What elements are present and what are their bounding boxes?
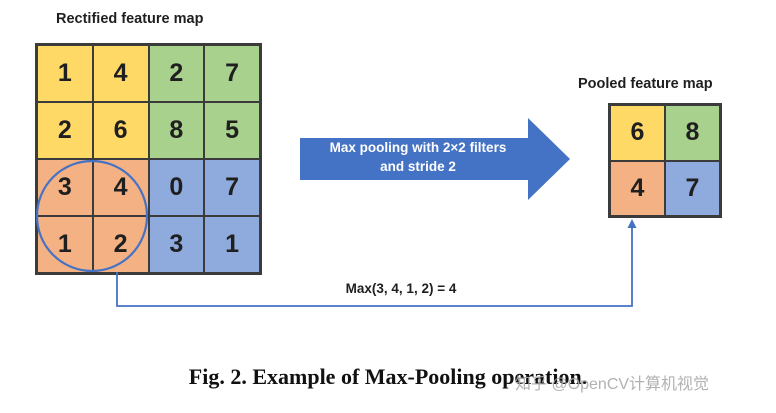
input-cell-r1-c1: 1: [37, 45, 93, 102]
pooled-cell-r2-c1: 4: [610, 160, 665, 216]
max-pooling-label-line1: Max pooling with 2×2 filters: [329, 140, 507, 155]
pooled-cell-r1-c2: 8: [665, 105, 720, 161]
input-cell-r4-c3: 3: [148, 216, 205, 273]
pooled-cell-r2-c2: 7: [665, 160, 720, 216]
pooling-window-circle: [35, 159, 149, 273]
input-cell-r2-c4: 5: [204, 102, 260, 159]
figure-caption: Fig. 2. Example of Max-Pooling operation…: [188, 364, 588, 389]
max-computation-label: Max(3, 4, 1, 2) = 4: [345, 281, 457, 296]
input-cell-r1-c3: 2: [148, 45, 205, 102]
connector-line: [116, 226, 633, 307]
input-cell-r1-c4: 7: [204, 45, 260, 102]
watermark: 知乎 @OpenCV计算机视觉: [515, 376, 710, 393]
input-cell-r3-c3: 0: [148, 159, 205, 216]
pooled-feature-map-title: Pooled feature map: [578, 76, 713, 92]
input-cell-r4-c4: 1: [204, 216, 260, 273]
max-pooling-label: Max pooling with 2×2 filters and stride …: [298, 138, 538, 176]
max-pooling-arrow: [300, 118, 570, 200]
connector-arrowhead: [627, 219, 637, 228]
input-cell-r2-c2: 6: [92, 102, 149, 159]
rectified-feature-map-title: Rectified feature map: [56, 11, 204, 27]
input-cell-r3-c4: 7: [204, 159, 260, 216]
input-cell-r2-c1: 2: [37, 102, 93, 159]
input-cell-r1-c2: 4: [92, 45, 149, 102]
pooled-cell-r1-c1: 6: [610, 105, 665, 161]
input-cell-r2-c3: 8: [148, 102, 205, 159]
max-pooling-label-line2: and stride 2: [380, 159, 456, 174]
